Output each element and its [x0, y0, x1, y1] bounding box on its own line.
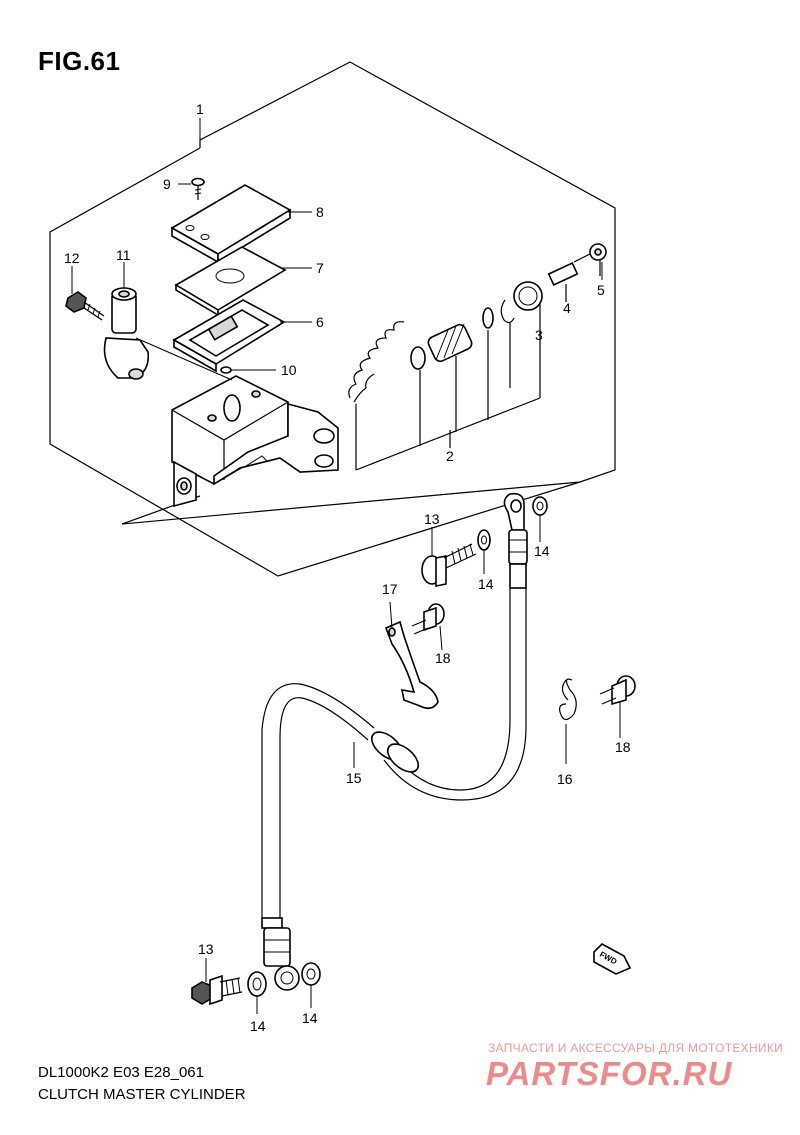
- callout-16: 16: [557, 771, 573, 787]
- master-cylinder-body: [171, 375, 339, 508]
- figure-title: FIG.61: [38, 46, 121, 76]
- diaphragm-plate: [174, 246, 287, 317]
- handlebar-clamp: [103, 287, 233, 381]
- diagram-caption: CLUTCH MASTER CYLINDER: [38, 1086, 246, 1103]
- callout-3: 3: [535, 327, 543, 343]
- callout-labels: 1 9 8 12 11 7 5 4 6 3 10 2 13 14 14 17 1…: [64, 101, 631, 1034]
- callout-15: 15: [346, 770, 362, 786]
- callout-7: 7: [316, 260, 324, 276]
- washer-lower-right: [301, 962, 321, 1008]
- watermark-tagline: ЗАПЧАСТИ И АКСЕССУАРЫ ДЛЯ МОТОТЕХНИКИ: [488, 1041, 784, 1055]
- callout-4: 4: [563, 300, 571, 316]
- hose-clip: [559, 678, 577, 764]
- circlip-and-boot: [500, 281, 543, 388]
- banjo-bolt-lower: [191, 958, 243, 1006]
- callout-14-c: 14: [250, 1018, 266, 1034]
- banjo-bolt-upper: [421, 527, 477, 587]
- callout-1: 1: [196, 101, 204, 117]
- clip-bolt: [599, 675, 636, 738]
- callout-2: 2: [446, 448, 454, 464]
- bracket-bolt-upper: [411, 603, 445, 651]
- piston-kit: [348, 304, 541, 471]
- cap-screw: [191, 177, 205, 200]
- callout-14-a: 14: [478, 576, 494, 592]
- callout-leaders: [71, 118, 603, 371]
- callout-10: 10: [281, 362, 297, 378]
- hose-bracket: [384, 601, 439, 710]
- callout-18-b: 18: [615, 739, 631, 755]
- model-code: DL1000K2 E03 E28_061: [38, 1064, 204, 1081]
- watermark-brand: PARTSFOR.RU: [486, 1055, 733, 1092]
- reservoir-cap: [170, 184, 292, 264]
- callout-11: 11: [116, 247, 131, 263]
- small-o-ring: [220, 366, 232, 374]
- push-rod: [547, 243, 607, 302]
- callout-14-b: 14: [534, 543, 550, 559]
- callout-14-d: 14: [302, 1010, 318, 1026]
- callout-13-bottom: 13: [198, 941, 214, 957]
- washer-upper-left: [477, 529, 491, 574]
- callout-13-top: 13: [424, 511, 440, 527]
- clutch-hose: [261, 492, 528, 991]
- washer-lower-left: [247, 971, 267, 1014]
- callout-9: 9: [163, 176, 171, 192]
- callout-6: 6: [316, 314, 324, 330]
- clamp-bolt: [65, 291, 105, 321]
- washer-upper-right: [532, 496, 548, 542]
- callout-18-a: 18: [435, 650, 451, 666]
- callout-17: 17: [382, 581, 398, 597]
- callout-12: 12: [64, 250, 80, 266]
- fwd-arrow-icon: FWD: [593, 943, 632, 975]
- diaphragm: [172, 299, 286, 373]
- callout-5: 5: [597, 282, 605, 298]
- callout-8: 8: [316, 204, 324, 220]
